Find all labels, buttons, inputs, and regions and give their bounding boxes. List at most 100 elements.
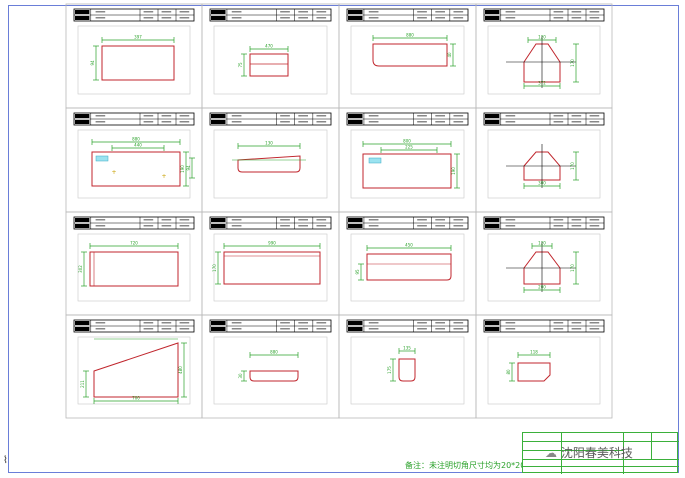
panel-header-text [417, 225, 427, 227]
panel-header-text [95, 115, 106, 117]
panel-header-symbol [485, 10, 500, 14]
panel-header-symbol [211, 16, 226, 20]
part-outline [398, 358, 416, 382]
panel-header-text [280, 115, 290, 117]
panel-header-text [589, 219, 600, 221]
dim-width-label: 720 [130, 241, 138, 246]
panel-header-text [571, 121, 582, 123]
panel-header-text [417, 219, 427, 221]
dim-inner-label: 225 [405, 145, 413, 150]
dim-bottom-label: 200 [538, 285, 546, 290]
panel-header-text [316, 121, 327, 123]
panel-header-symbol [348, 120, 363, 124]
panel-header-text [553, 17, 564, 19]
panel-view-frame [213, 336, 328, 405]
panel-header-symbol [75, 224, 90, 228]
frame-corner-mark: ⌇ [3, 455, 8, 466]
panel-header-text [95, 322, 106, 324]
part-outline [517, 362, 551, 382]
panel-view-frame [350, 129, 465, 199]
panel-header-text [95, 219, 106, 221]
panel-view-frame [487, 129, 601, 199]
panel-view-frame [77, 25, 191, 95]
panel-header-text [179, 17, 190, 19]
dim-width-label: 880 [270, 350, 278, 355]
panel-header-text [231, 11, 242, 13]
panel-header-text [161, 11, 172, 13]
panel-header-text [231, 219, 242, 221]
watermark-text: 沈阳春美科技 [560, 446, 633, 460]
panel-header-text [95, 11, 106, 13]
dim-width-label: 990 [268, 241, 276, 246]
panel-header-text [298, 11, 309, 13]
panel-header-text [231, 17, 242, 19]
part-outline [249, 370, 299, 382]
panel-header-text [179, 115, 190, 117]
panel-header-text [553, 121, 564, 123]
panel-header-text [589, 11, 600, 13]
panel-header-text [280, 11, 290, 13]
panel-view-frame [77, 336, 191, 405]
dim-height-label: 95 [355, 269, 360, 275]
panel-header-text [280, 328, 290, 330]
dim-left-height-label: 211 [80, 380, 85, 388]
panel-header-symbol [485, 16, 500, 20]
panel-header-symbol [348, 224, 363, 228]
panel-view-frame [213, 25, 328, 95]
panel-header-text [231, 225, 242, 227]
panel-header-text [316, 115, 327, 117]
panel-header-text [280, 17, 290, 19]
dim-height-label: 170 [570, 264, 575, 272]
panel-header-text [231, 115, 242, 117]
panel-header-text [298, 17, 309, 19]
panel-header-text [298, 115, 309, 117]
hole-marker: + [111, 169, 116, 176]
panel-header-symbol [75, 218, 90, 222]
panel-header-text [553, 225, 564, 227]
dim-height-label: 75 [238, 62, 243, 68]
part-outline [93, 342, 179, 398]
dim-height-label: 302 [78, 265, 83, 273]
panel-header-text [316, 322, 327, 324]
panel-view-frame [77, 129, 191, 199]
panel-header-text [95, 17, 106, 19]
panel-header-text [505, 219, 516, 221]
wechat-icon: ☁ [545, 446, 561, 460]
panel-header-text [179, 219, 190, 221]
panel-header-text [298, 322, 309, 324]
panel-header-text [231, 121, 242, 123]
panel-header-symbol [485, 120, 500, 124]
dim-top-label: 120 [538, 241, 546, 246]
panel-header-text [179, 11, 190, 13]
panel-header-text [231, 322, 242, 324]
panel-header-text [571, 11, 582, 13]
panel-header-text [161, 219, 172, 221]
panel-header-text [316, 11, 327, 13]
panel-header-text [589, 328, 600, 330]
panel-header-text [417, 11, 427, 13]
drawing-note: 备注：未注明切角尺寸均为20*20。 [405, 461, 534, 470]
panel-header-text [161, 225, 172, 227]
dim-height-label: 40 [447, 52, 452, 58]
panel-header-text [553, 328, 564, 330]
panel-header-text [571, 322, 582, 324]
panel-header-symbol [75, 114, 90, 118]
panel-header-symbol [485, 321, 500, 325]
panel-header-text [435, 219, 446, 221]
panel-header-text [179, 225, 190, 227]
panel-header-text [280, 322, 290, 324]
dim-width-label: 118 [530, 350, 538, 355]
panel-header-text [143, 219, 154, 221]
part-outline [237, 155, 301, 173]
panel-header-text [453, 219, 464, 221]
part-outline [362, 153, 452, 189]
panel-view-frame [350, 25, 465, 95]
dim-height-label: 170 [570, 162, 575, 170]
dim-width-label: 800 [403, 139, 411, 144]
part-outline [91, 151, 181, 187]
panel-view-frame [213, 233, 328, 302]
panel-header-text [453, 225, 464, 227]
panel-header-text [316, 225, 327, 227]
panel-header-text [553, 11, 564, 13]
